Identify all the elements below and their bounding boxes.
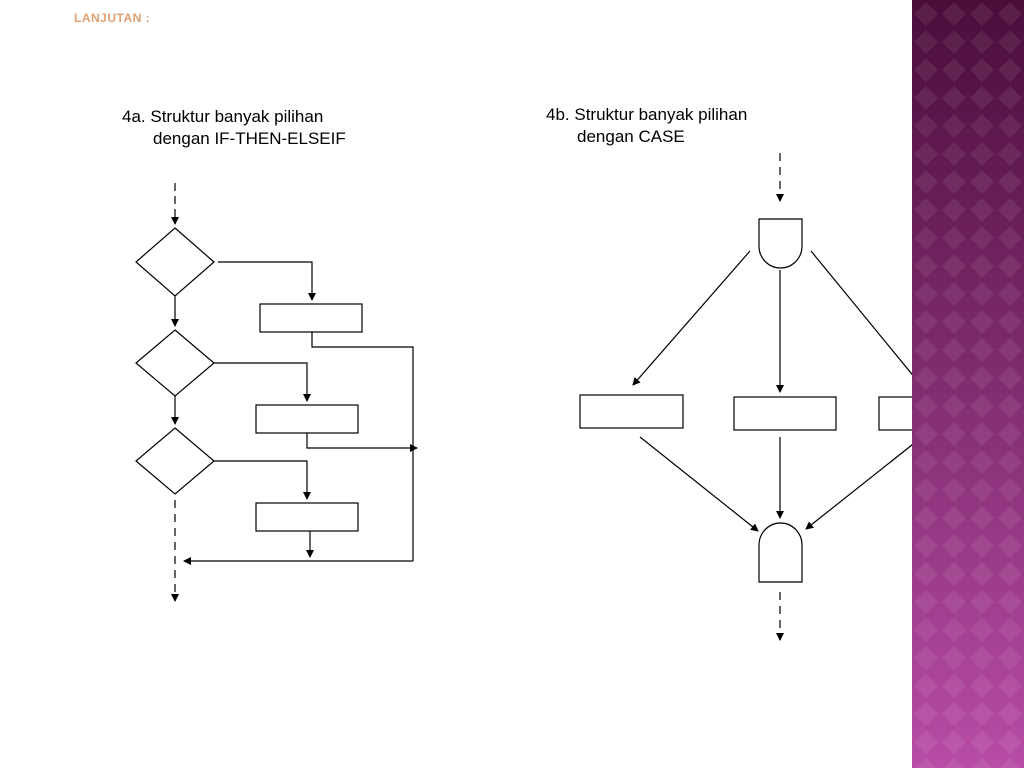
branch-d1-to-process1: [218, 261, 316, 301]
flowchart-diagram: [135, 153, 912, 641]
caption-if-line2: dengan IF-THEN-ELSEIF: [153, 129, 346, 148]
case-flowchart: [579, 153, 912, 641]
case-process-box-3: [878, 396, 912, 431]
decorative-side-panel: [912, 0, 1024, 768]
case-branch-right: [810, 250, 912, 376]
branch-d3-to-process3: [214, 460, 311, 500]
decision-diamond-2: [135, 329, 215, 397]
case-merge-right: [805, 444, 912, 530]
process-box-1: [259, 303, 363, 333]
case-branch-left: [632, 250, 751, 386]
caption-case-line1: 4b. Struktur banyak pilihan: [546, 105, 748, 124]
process2-exit-arrow: [306, 433, 418, 452]
caption-case-line2: dengan CASE: [577, 127, 685, 146]
case-merge-shape: [758, 522, 803, 583]
caption-if-then-elseif: 4a. Struktur banyak pilihan dengan IF-TH…: [122, 106, 346, 150]
case-selector-shape: [758, 218, 803, 269]
decision-diamond-1: [135, 227, 215, 297]
process-box-3: [255, 502, 359, 532]
decision-diamond-3: [135, 427, 215, 495]
case-process-box-2: [733, 396, 837, 431]
case-merge-left: [639, 436, 759, 532]
caption-case: 4b. Struktur banyak pilihan dengan CASE: [546, 104, 747, 148]
slide-header: LANJUTAN :: [74, 11, 151, 25]
if-then-elseif-flowchart: [135, 183, 418, 602]
process1-exit-line: [311, 332, 414, 561]
caption-if-line1: 4a. Struktur banyak pilihan: [122, 107, 324, 126]
branch-d2-to-process2: [214, 362, 311, 402]
case-process-box-1: [579, 394, 684, 429]
process-box-2: [255, 404, 359, 434]
